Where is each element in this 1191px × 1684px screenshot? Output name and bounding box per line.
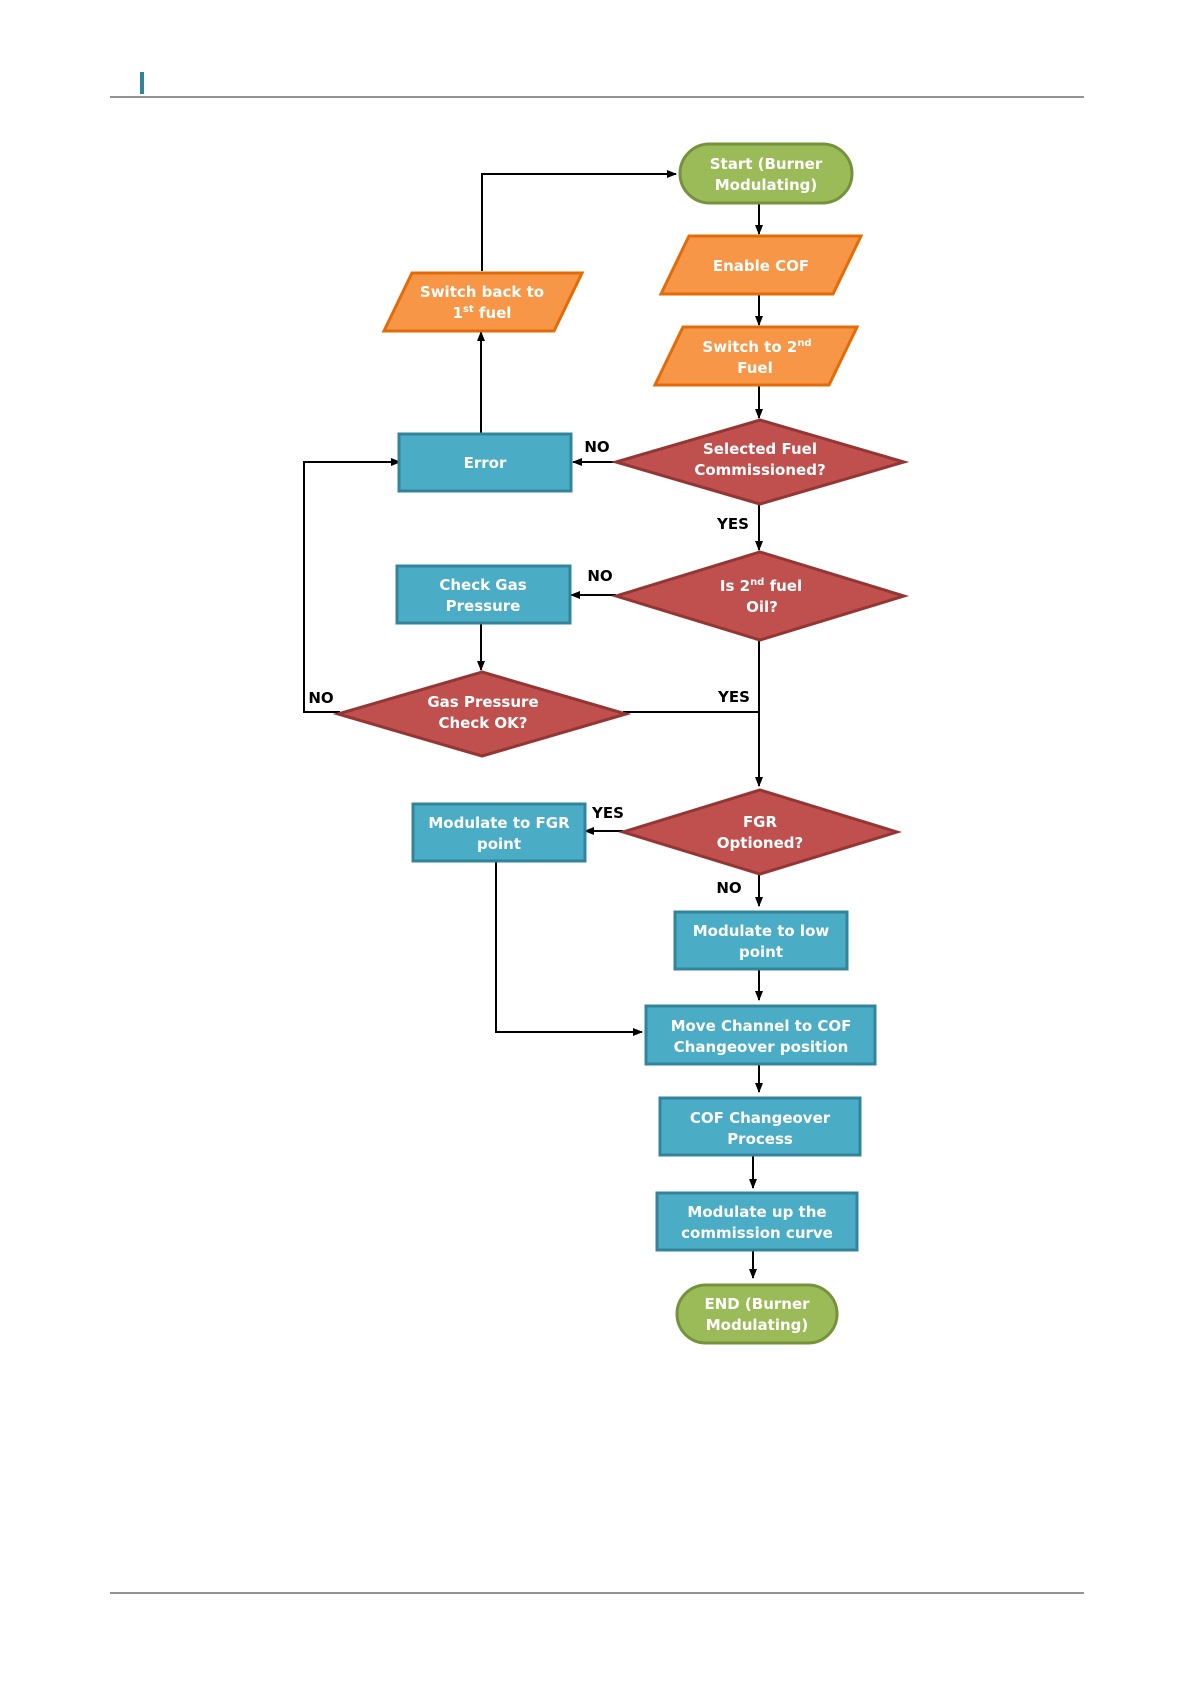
svg-text:FGR: FGR: [743, 813, 778, 831]
node-error: Error: [397, 432, 573, 493]
svg-text:Move Channel to COF: Move Channel to COF: [671, 1017, 852, 1035]
node-end: END (Burner Modulating): [675, 1283, 839, 1345]
svg-text:Commissioned?: Commissioned?: [694, 461, 825, 479]
header-accent-bar: [140, 72, 144, 94]
label-fgr-yes: YES: [591, 804, 624, 822]
edge-switchback-start: [481, 170, 677, 271]
label-gas-no: NO: [308, 689, 333, 707]
node-is-2nd-fuel-oil-decision: Is 2nd fuel Oil?: [610, 550, 910, 642]
node-gas-pressure-ok-decision: Gas Pressure Check OK?: [332, 670, 632, 758]
svg-text:commission curve: commission curve: [681, 1224, 833, 1242]
node-switch-back-1st-fuel: Switch back to 1st fuel: [381, 271, 585, 333]
svg-text:Oil?: Oil?: [746, 598, 778, 616]
svg-text:Check Gas: Check Gas: [439, 576, 526, 594]
svg-text:Check OK?: Check OK?: [438, 714, 527, 732]
svg-text:Selected Fuel: Selected Fuel: [703, 440, 817, 458]
svg-text:Enable COF: Enable COF: [713, 257, 809, 275]
svg-text:Modulating): Modulating): [715, 176, 818, 194]
node-modulate-to-fgr-point: Modulate to FGR point: [411, 802, 587, 863]
svg-text:Modulate to low: Modulate to low: [693, 922, 830, 940]
node-enable-cof: Enable COF: [658, 234, 864, 296]
label-gas-yes: YES: [717, 688, 750, 706]
svg-text:Is 2nd fuel: Is 2nd fuel: [720, 577, 802, 595]
label-oil-no: NO: [587, 567, 612, 585]
svg-text:COF Changeover: COF Changeover: [690, 1109, 831, 1127]
edge-gasok-error: [303, 458, 401, 713]
node-modulate-to-low-point: Modulate to low point: [673, 910, 849, 971]
label-fgr-no: NO: [716, 879, 741, 897]
svg-text:Fuel: Fuel: [737, 359, 773, 377]
svg-text:Switch to 2nd: Switch to 2nd: [702, 338, 811, 356]
svg-text:Optioned?: Optioned?: [717, 834, 803, 852]
svg-text:Process: Process: [727, 1130, 793, 1148]
edge-labels: NO YES NO YES NO YES NO: [308, 438, 750, 897]
svg-text:Switch back to: Switch back to: [420, 283, 544, 301]
node-start: Start (Burner Modulating): [678, 142, 854, 205]
svg-text:Gas Pressure: Gas Pressure: [427, 693, 538, 711]
svg-text:Error: Error: [464, 454, 507, 472]
svg-text:point: point: [739, 943, 783, 961]
connectors: [303, 170, 763, 1279]
label-selected-yes: YES: [716, 515, 749, 533]
svg-text:Changeover position: Changeover position: [674, 1038, 849, 1056]
node-selected-fuel-decision: Selected Fuel Commissioned?: [610, 418, 910, 506]
label-selected-no: NO: [584, 438, 609, 456]
svg-text:Start (Burner: Start (Burner: [710, 155, 823, 173]
node-move-channel-cof: Move Channel to COF Changeover position: [644, 1004, 877, 1066]
svg-text:Modulating): Modulating): [706, 1316, 809, 1334]
svg-text:Pressure: Pressure: [446, 597, 521, 615]
edge-modfgr-move: [495, 861, 643, 1036]
svg-text:point: point: [477, 835, 521, 853]
svg-text:Modulate up the: Modulate up the: [687, 1203, 826, 1221]
node-fgr-optioned-decision: FGR Optioned?: [617, 788, 903, 876]
node-switch-2nd-fuel: Switch to 2nd Fuel: [652, 325, 860, 387]
node-cof-changeover-process: COF Changeover Process: [658, 1096, 862, 1157]
svg-text:END (Burner: END (Burner: [704, 1295, 810, 1313]
node-modulate-up-curve: Modulate up the commission curve: [655, 1191, 859, 1252]
svg-text:1st fuel: 1st fuel: [453, 304, 512, 322]
svg-text:Modulate to FGR: Modulate to FGR: [428, 814, 570, 832]
node-check-gas-pressure: Check Gas Pressure: [395, 564, 572, 625]
